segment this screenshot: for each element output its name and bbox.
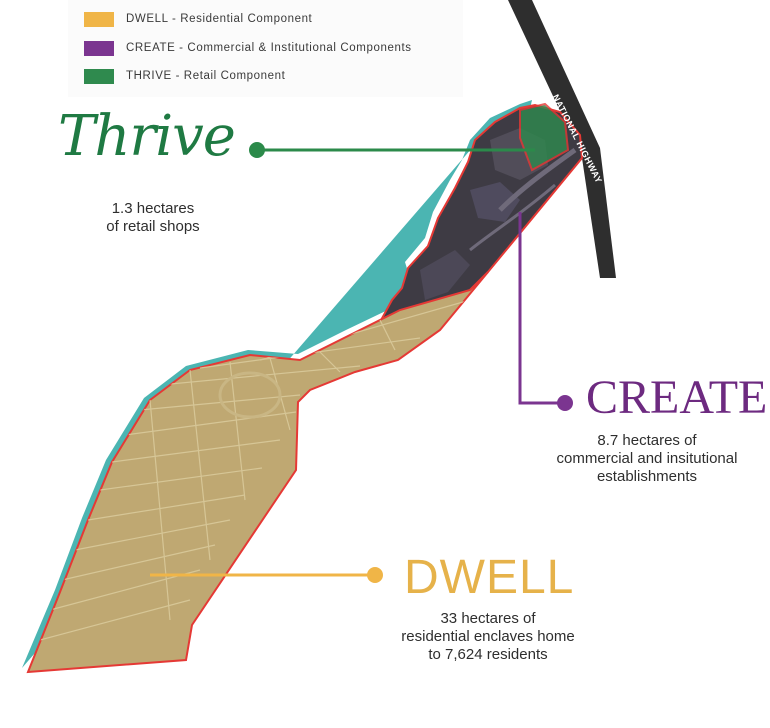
dwell-description: 33 hectares of residential enclaves home… xyxy=(378,610,598,664)
create-description: 8.7 hectares of commercial and insitutio… xyxy=(538,432,756,486)
legend-item-thrive: THRIVE - Retail Component xyxy=(84,66,285,86)
legend-item-dwell: DWELL - Residential Component xyxy=(84,9,312,29)
dwell-swatch xyxy=(84,11,114,27)
thrive-title: Thrive xyxy=(58,104,236,169)
create-desc-line: establishments xyxy=(596,468,698,485)
create-title: CREATE xyxy=(586,371,768,424)
thrive-swatch xyxy=(84,68,114,84)
thrive-zone xyxy=(519,102,570,172)
legend-label-dwell: DWELL - Residential Component xyxy=(126,13,313,25)
create-connector xyxy=(518,212,573,411)
legend-label-create: CREATE - Commercial & Institutional Comp… xyxy=(126,42,412,54)
create-swatch xyxy=(84,40,114,56)
dwell-desc-line: 33 hectares of xyxy=(440,610,536,627)
thrive-description: 1.3 hectares of retail shops xyxy=(68,200,238,236)
legend-item-create: CREATE - Commercial & Institutional Comp… xyxy=(84,38,412,58)
dwell-connector xyxy=(150,567,383,583)
thrive-desc-line: of retail shops xyxy=(106,218,200,235)
legend-label-thrive: THRIVE - Retail Component xyxy=(126,70,286,82)
national-highway xyxy=(508,0,616,278)
coastline xyxy=(22,100,532,668)
dwell-title: DWELL xyxy=(404,551,575,604)
create-desc-line: commercial and insitutional xyxy=(556,450,738,467)
dwell-desc-line: residential enclaves home xyxy=(401,628,575,645)
dwell-zone xyxy=(26,271,489,674)
thrive-desc-line: 1.3 hectares xyxy=(111,200,195,217)
create-desc-line: 8.7 hectares of xyxy=(597,432,697,449)
map-legend: DWELL - Residential Component CREATE - C… xyxy=(68,0,463,97)
dwell-desc-line: to 7,624 residents xyxy=(428,646,548,663)
thrive-connector xyxy=(249,142,535,158)
